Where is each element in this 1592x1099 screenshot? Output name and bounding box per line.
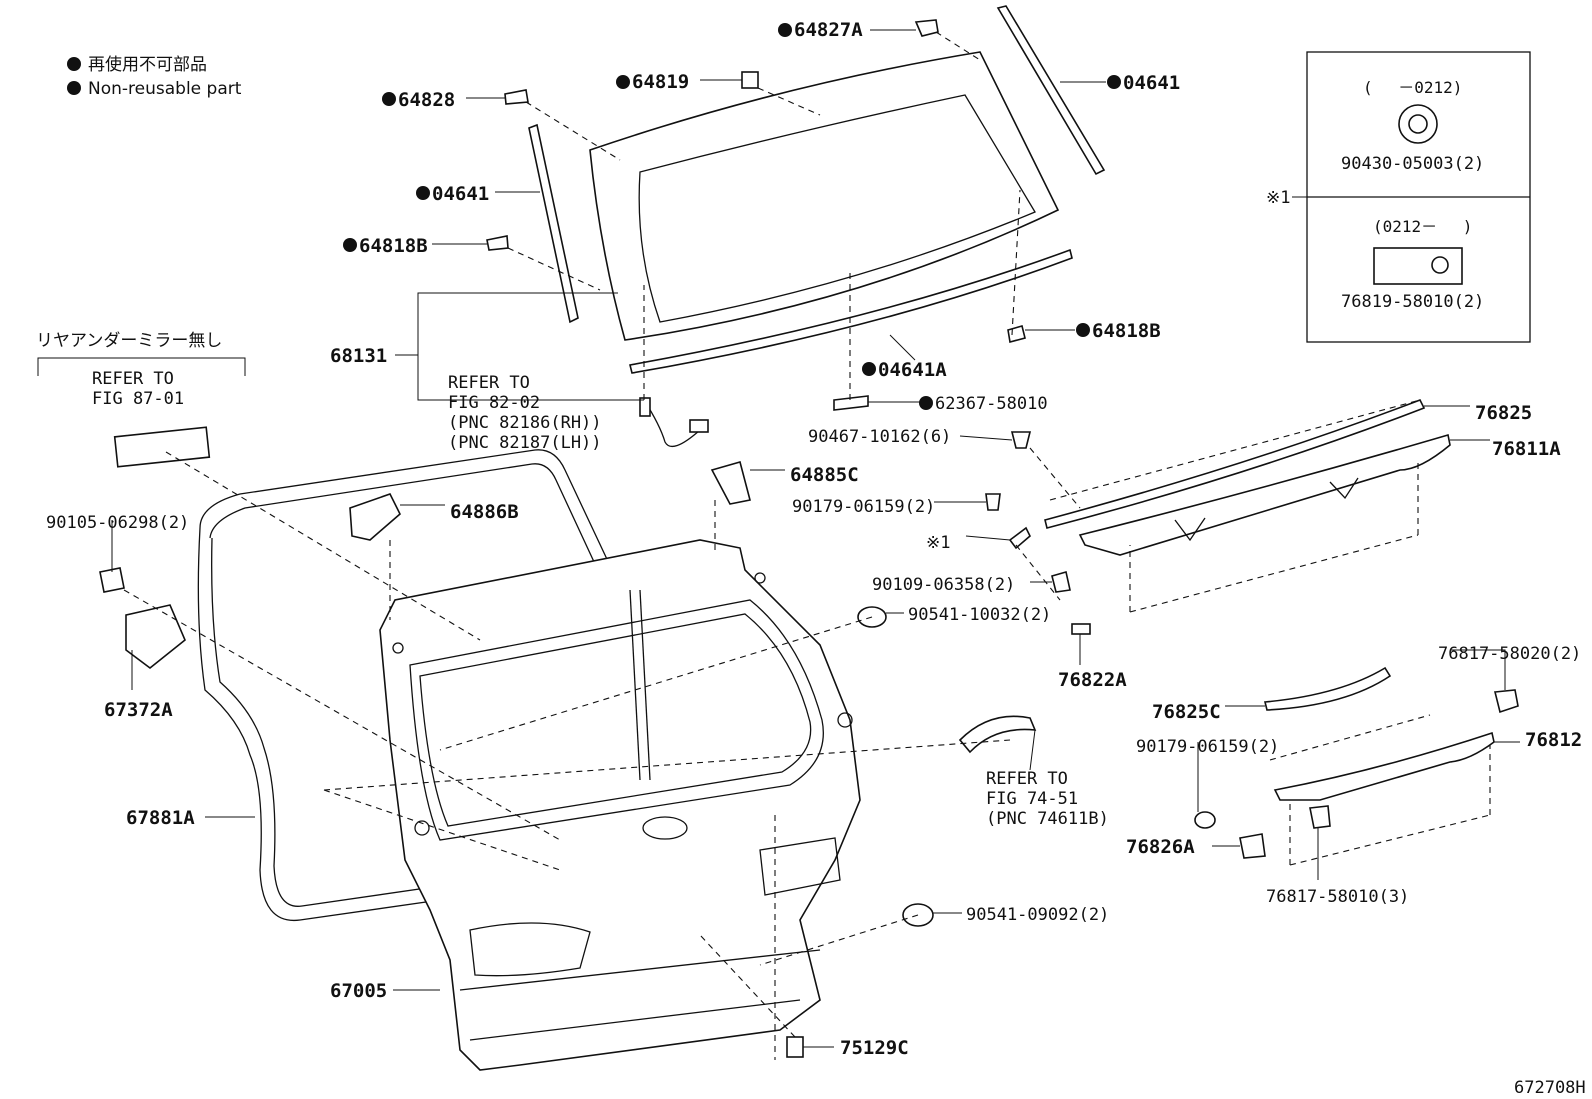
tape-76822A-icon xyxy=(1071,623,1091,635)
label-90105-06298: 90105-06298(2) xyxy=(46,513,189,533)
clip-90179-top-icon xyxy=(985,493,1001,511)
hinge-64885C-icon xyxy=(710,461,751,505)
pad-ref1-icon xyxy=(1008,526,1031,550)
labels: 64827A 04641 64819 64828 04641 64818B 68… xyxy=(36,19,1586,1098)
label-76817-58020: 76817-58020(2) xyxy=(1438,644,1581,664)
glass-clips xyxy=(486,19,1026,411)
label-64886B: 64886B xyxy=(450,501,519,523)
label-64819: 64819 xyxy=(632,71,689,93)
note-refer-74-line2: FIG 74-51 xyxy=(986,789,1078,809)
label-76825: 76825 xyxy=(1475,402,1532,424)
label-64818B-right: 64818B xyxy=(1092,320,1161,342)
label-64827A: 64827A xyxy=(794,19,863,41)
label-90541-09092: 90541-09092(2) xyxy=(966,905,1109,925)
legend-jp: 再使用不可部品 xyxy=(88,54,207,75)
clip-76817-58010-icon xyxy=(1309,805,1331,829)
label-ref1: ※1 xyxy=(926,533,950,553)
label-04641-left: 04641 xyxy=(432,183,489,205)
label-76812: 76812 xyxy=(1525,729,1582,751)
note-rear-under-mirror-line1: REFER TO xyxy=(92,369,174,389)
label-04641A: 04641A xyxy=(878,359,947,381)
bolt-90105-icon xyxy=(99,567,125,593)
lock-67372A-icon xyxy=(125,604,186,670)
lower-garnish xyxy=(1263,666,1495,801)
non-reusable-dot-icon xyxy=(67,81,81,95)
note-refer-74-line3: (PNC 74611B) xyxy=(986,809,1109,829)
label-76825C: 76825C xyxy=(1152,701,1221,723)
guide-lines xyxy=(123,31,1491,1060)
legend: 再使用不可部品 Non-reusable part xyxy=(67,54,242,99)
inset-marker: ※1 xyxy=(1266,188,1290,208)
note-refer-82-line2: FIG 82-02 xyxy=(448,393,540,413)
clip-64828-icon xyxy=(504,89,529,105)
note-rear-under-mirror-title: リヤアンダーミラー無し xyxy=(36,331,222,351)
label-64818B-left: 64818B xyxy=(359,235,428,257)
label-76811A: 76811A xyxy=(1492,438,1561,460)
spoiler xyxy=(1044,398,1451,556)
note-refer-82-line1: REFER TO xyxy=(448,373,530,393)
clip-64827A-icon xyxy=(914,19,939,37)
inset-box: ( －0212) 90430-05003(2) (0212－ ) 76819-5… xyxy=(1266,51,1531,343)
note-rear-under-mirror-line2: FIG 87-01 xyxy=(92,389,184,409)
pad-icon xyxy=(1373,247,1463,285)
label-67005: 67005 xyxy=(330,980,387,1002)
legend-en: Non-reusable part xyxy=(88,79,242,99)
figure-id: 672708H xyxy=(1514,1078,1586,1098)
non-reusable-dot-icon xyxy=(67,57,81,71)
label-90541-10032: 90541-10032(2) xyxy=(908,605,1051,625)
label-76826A: 76826A xyxy=(1126,836,1195,858)
pad-75129C-icon xyxy=(786,1036,804,1058)
inset-bottom-range: (0212－ ) xyxy=(1373,217,1472,236)
label-90109-06358: 90109-06358(2) xyxy=(872,575,1015,595)
inset-top-part: 90430-05003(2) xyxy=(1341,154,1484,174)
label-76822A: 76822A xyxy=(1058,669,1127,691)
label-64885C: 64885C xyxy=(790,464,859,486)
mirror-cover-icon xyxy=(113,426,211,468)
hinge-64886B-icon xyxy=(349,493,401,541)
label-76817-58010: 76817-58010(3) xyxy=(1266,887,1409,907)
weatherstrip xyxy=(197,449,646,922)
label-90179-06159-bottom: 90179-06159(2) xyxy=(1136,737,1279,757)
handle-icon xyxy=(958,715,1037,754)
back-door xyxy=(379,539,861,1071)
note-refer-82-line4: (PNC 82187(LH)) xyxy=(448,433,602,453)
label-68131: 68131 xyxy=(330,345,387,367)
inset-bottom-part: 76819-58010(2) xyxy=(1341,292,1484,312)
inset-top-range: ( －0212) xyxy=(1363,78,1462,97)
label-04641-right: 04641 xyxy=(1123,72,1180,94)
label-67881A: 67881A xyxy=(126,807,195,829)
label-67372A: 67372A xyxy=(104,699,173,721)
clip-64819-icon xyxy=(741,71,759,89)
lamp-76826A-icon xyxy=(1239,833,1266,859)
label-90179-06159-top: 90179-06159(2) xyxy=(792,497,935,517)
rear-glass xyxy=(528,5,1106,448)
label-90467-10162: 90467-10162(6) xyxy=(808,427,951,447)
screw-90109-icon xyxy=(1051,570,1071,593)
clip-76817-58020-icon xyxy=(1493,689,1519,714)
label-62367-58010: 62367-58010 xyxy=(935,394,1048,414)
clip-90467-icon xyxy=(1010,431,1032,449)
clip-64818B-left-icon xyxy=(486,235,509,251)
label-64828: 64828 xyxy=(398,89,455,111)
leader-lines xyxy=(37,29,1520,1048)
clip-62367-icon xyxy=(833,395,869,411)
label-75129C: 75129C xyxy=(840,1037,909,1059)
note-refer-82-line3: (PNC 82186(RH)) xyxy=(448,413,602,433)
clip-64818B-right-icon xyxy=(1007,325,1026,343)
nut-90179-bottom-icon xyxy=(1194,811,1216,829)
note-refer-74-line1: REFER TO xyxy=(986,769,1068,789)
